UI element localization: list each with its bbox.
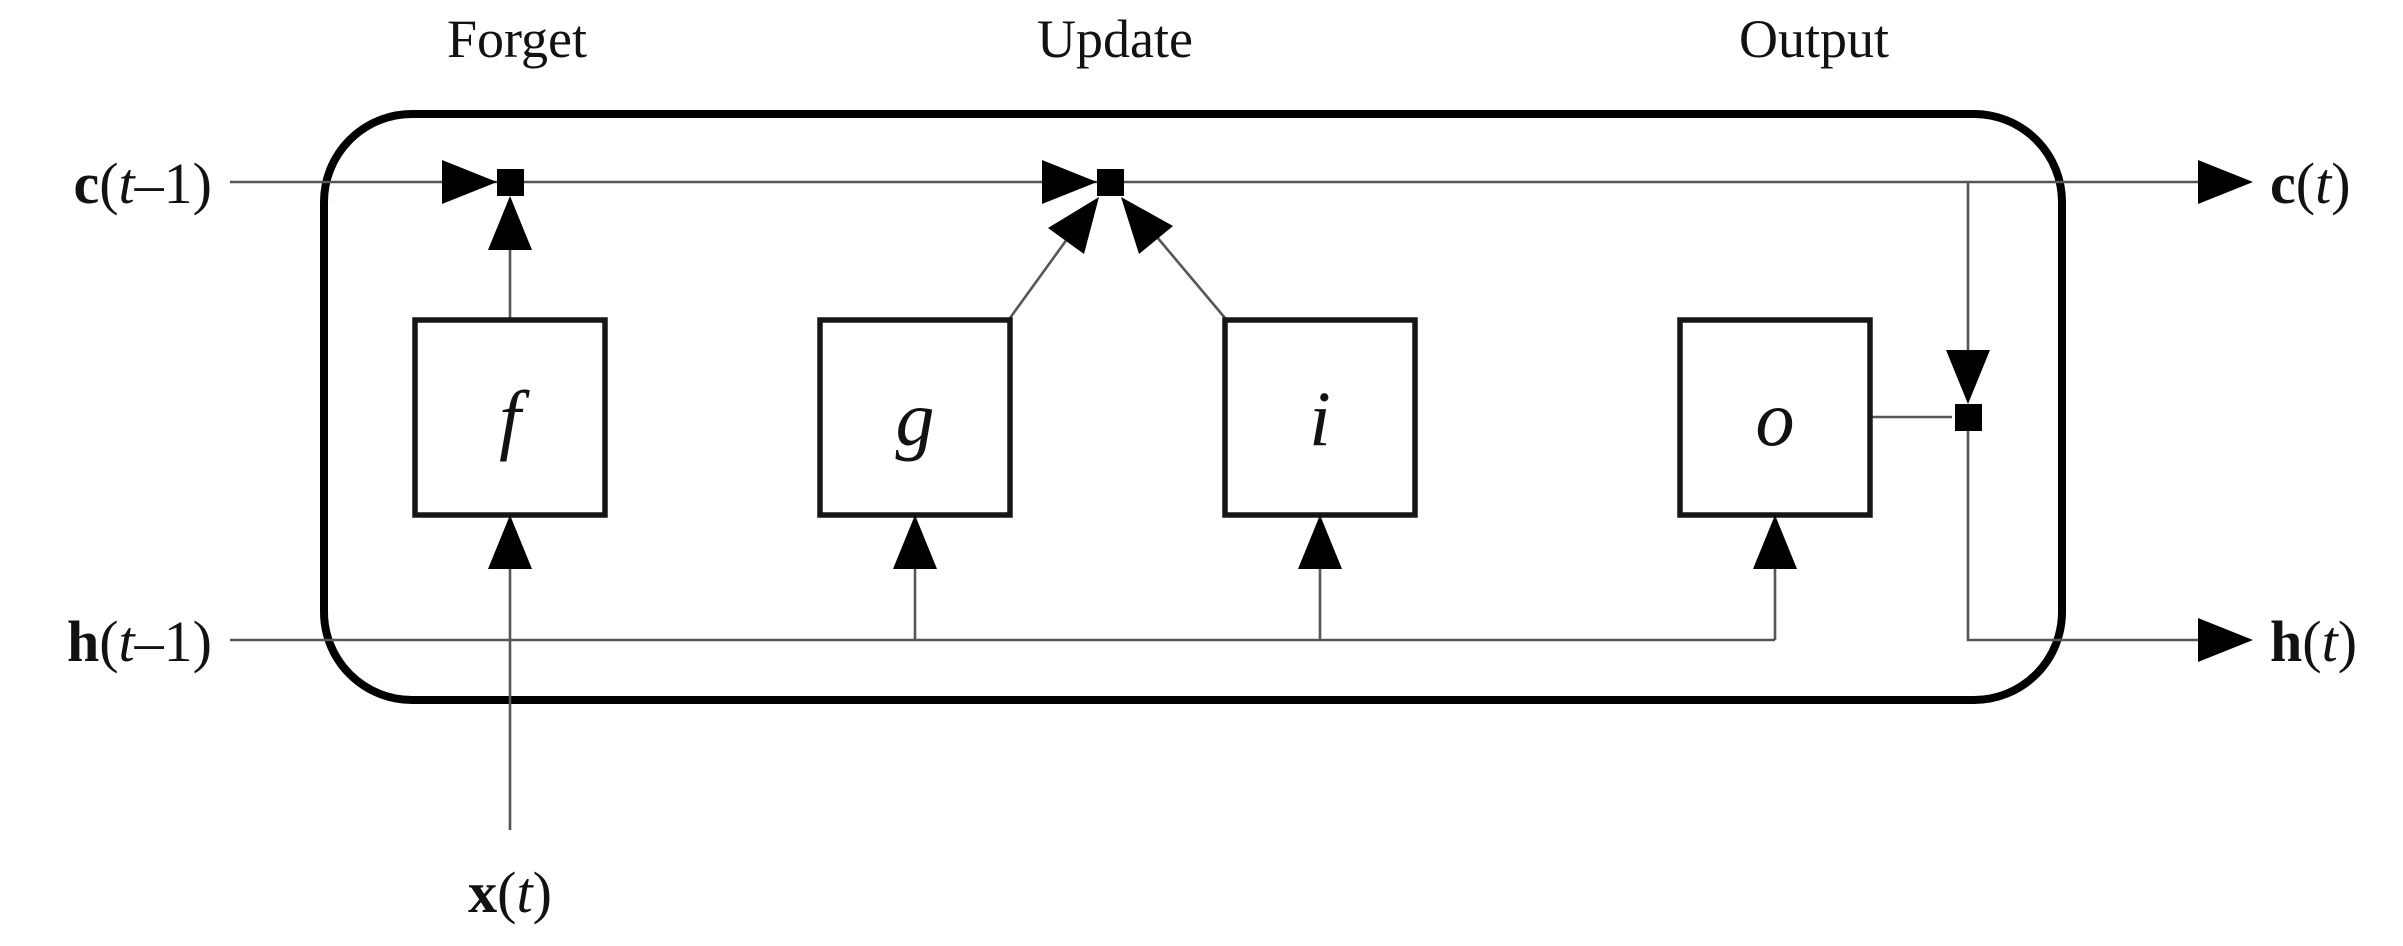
input-gate-label: i — [1309, 375, 1331, 462]
candidate-diagonal-arrow-icon — [1048, 197, 1099, 254]
cell-into-update-arrow-icon — [1042, 160, 1097, 204]
input-diagonal-arrow-icon — [1121, 197, 1173, 254]
stage-label-update: Update — [1037, 9, 1193, 69]
into-output-gate-arrow-icon — [1753, 515, 1797, 569]
cell-prev-label: c(t–1) — [73, 151, 212, 216]
hidden-prev-label: h(t–1) — [67, 609, 212, 674]
forget-junction-node — [497, 169, 524, 196]
hidden-out-arrow-icon — [2198, 618, 2253, 662]
into-forget-gate-arrow-icon — [488, 515, 532, 569]
candidate-gate-label: g — [896, 375, 935, 462]
cell-into-forget-arrow-icon — [442, 160, 497, 204]
output-junction-node — [1955, 404, 1982, 431]
hidden-next-label: h(t) — [2270, 609, 2357, 674]
update-junction-node — [1097, 169, 1124, 196]
into-output-junction-arrow-icon — [1946, 350, 1990, 404]
into-candidate-gate-arrow-icon — [893, 515, 937, 569]
output-gate-label: o — [1756, 375, 1795, 462]
cell-out-arrow-icon — [2198, 160, 2253, 204]
cell-next-label: c(t) — [2270, 151, 2351, 216]
input-gate-box — [1222, 317, 1418, 518]
stage-label-forget: Forget — [447, 9, 587, 69]
cell-boundary — [320, 110, 2066, 704]
input-label: x(t) — [468, 860, 552, 925]
stage-label-output: Output — [1739, 9, 1889, 69]
hidden-out-wire — [1966, 428, 2200, 642]
input-to-update-wire — [1145, 223, 1226, 319]
forget-gate-up-arrow-icon — [488, 196, 532, 250]
into-input-gate-arrow-icon — [1298, 515, 1342, 569]
candidate-gate-box — [817, 317, 1013, 518]
